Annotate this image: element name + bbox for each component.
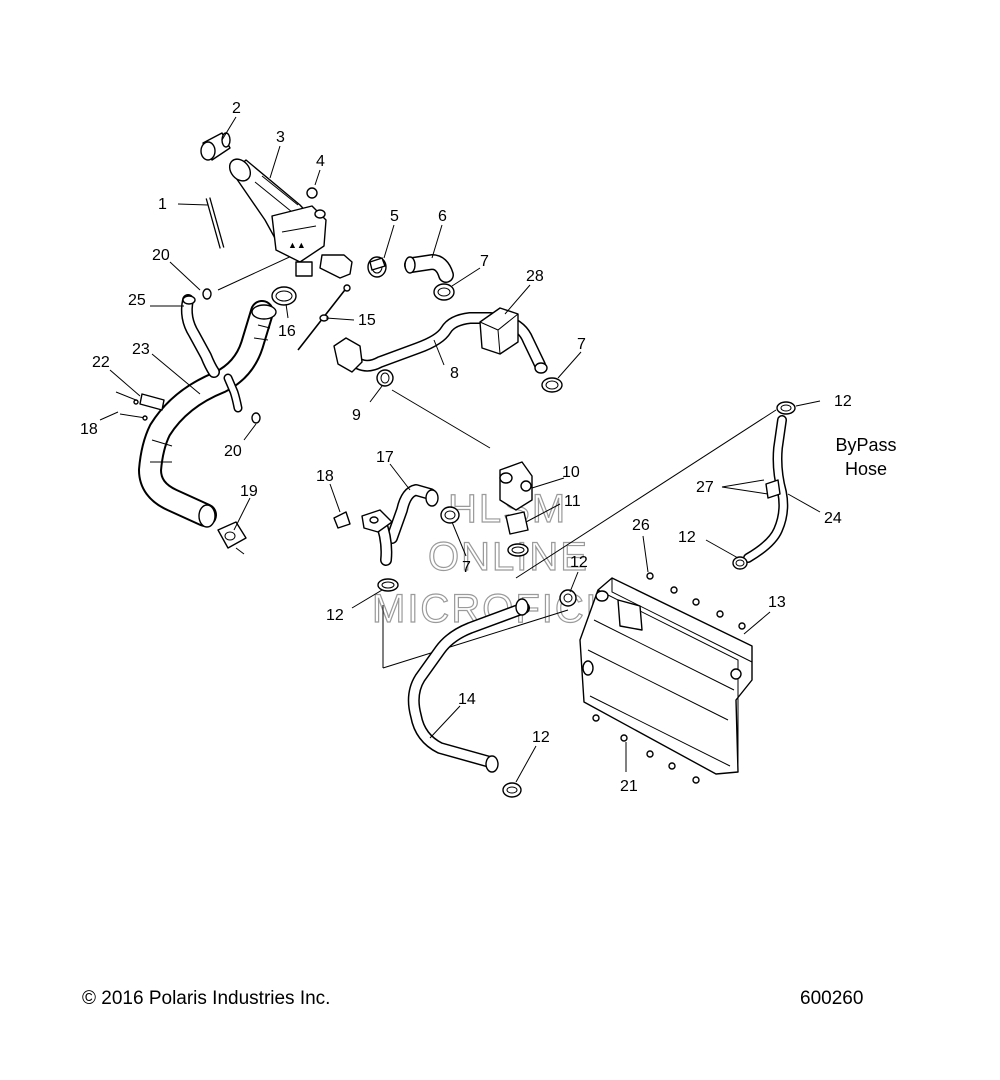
hose-14-assembly bbox=[407, 589, 577, 798]
callout-20-bottom: 20 bbox=[224, 443, 242, 460]
figure-number: 600260 bbox=[800, 988, 864, 1009]
thermostat-housing bbox=[499, 461, 533, 557]
callout-6: 6 bbox=[438, 208, 447, 225]
callout-23: 23 bbox=[132, 341, 150, 358]
fasteners-18-22 bbox=[115, 391, 165, 421]
clamp-19 bbox=[217, 521, 247, 549]
bypass-label-line2: Hose bbox=[845, 459, 887, 479]
callout-12-bypass-bottom: 12 bbox=[678, 529, 696, 546]
callout-22: 22 bbox=[92, 354, 110, 371]
radiator-13 bbox=[579, 572, 753, 784]
callout-12-mid: 12 bbox=[570, 554, 588, 571]
clamp-16 bbox=[271, 286, 297, 306]
hose-23-assembly bbox=[138, 288, 277, 528]
callout-5: 5 bbox=[390, 208, 399, 225]
callout-7-top: 7 bbox=[480, 253, 489, 270]
callout-8: 8 bbox=[450, 365, 459, 382]
callout-4: 4 bbox=[316, 153, 325, 170]
callout-11: 11 bbox=[564, 493, 581, 510]
callout-7-mid: 7 bbox=[462, 559, 471, 576]
callout-12-bypass-top: 12 bbox=[834, 393, 852, 410]
callout-2: 2 bbox=[232, 100, 241, 117]
hose-17-assembly bbox=[333, 484, 460, 592]
callout-13: 13 bbox=[768, 594, 786, 611]
callout-18-left: 18 bbox=[80, 421, 98, 438]
bypass-label-line1: ByPass bbox=[835, 435, 896, 455]
callout-21: 21 bbox=[620, 778, 638, 795]
hose-8-assembly bbox=[333, 307, 563, 393]
callout-24: 24 bbox=[824, 510, 842, 527]
callout-28: 28 bbox=[526, 268, 544, 285]
assembly-lines bbox=[217, 253, 777, 669]
copyright-text: © 2016 Polaris Industries Inc. bbox=[82, 988, 331, 1009]
callout-3: 3 bbox=[276, 129, 285, 146]
filler-cap bbox=[200, 132, 231, 161]
hose-6-assembly bbox=[367, 254, 455, 301]
callout-16: 16 bbox=[278, 323, 296, 340]
callout-7-right: 7 bbox=[577, 336, 586, 353]
svg-text:▲▲: ▲▲ bbox=[288, 240, 306, 250]
callout-1: 1 bbox=[158, 196, 167, 213]
callout-14: 14 bbox=[458, 691, 476, 708]
watermark-line-2: ONLINE bbox=[428, 535, 589, 579]
callout-17: 17 bbox=[376, 449, 394, 466]
callout-20-top: 20 bbox=[152, 247, 170, 264]
callout-25: 25 bbox=[128, 292, 146, 309]
nut-4 bbox=[306, 169, 321, 199]
callout-27: 27 bbox=[696, 479, 714, 496]
callout-12-left: 12 bbox=[326, 607, 344, 624]
rod-1 bbox=[177, 196, 225, 250]
callout-numbers: 2 3 4 1 5 6 7 28 20 25 16 15 7 23 22 8 9… bbox=[80, 100, 897, 795]
bypass-hose-24 bbox=[732, 401, 796, 570]
callout-26: 26 bbox=[632, 517, 650, 534]
callout-10: 10 bbox=[562, 464, 580, 481]
callout-12-bottom: 12 bbox=[532, 729, 550, 746]
filler-neck-assembly: ▲▲ bbox=[200, 132, 353, 279]
leader-lines bbox=[99, 116, 821, 783]
callout-18-mid: 18 bbox=[316, 468, 334, 485]
callout-9: 9 bbox=[352, 407, 361, 424]
callout-19: 19 bbox=[240, 483, 258, 500]
callout-15: 15 bbox=[358, 312, 376, 329]
